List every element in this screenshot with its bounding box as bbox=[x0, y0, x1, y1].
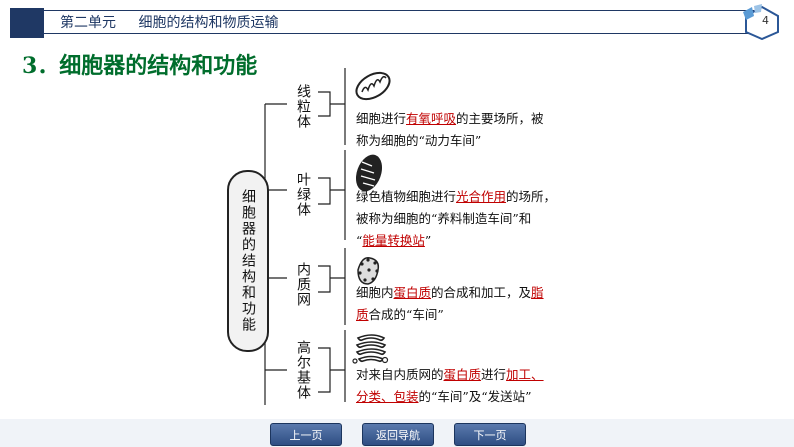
desc-line: 细胞进行有氧呼吸的主要场所，被 bbox=[356, 108, 544, 130]
desc-text: 的主要场所，被 bbox=[456, 111, 544, 126]
endoplasmic-reticulum-icon bbox=[357, 257, 380, 285]
desc-line: 被称为细胞的“养料制造车间”和 bbox=[356, 208, 556, 230]
header-title: 第二单元 细胞的结构和物质运输 bbox=[60, 12, 296, 32]
desc-text: 合成的“车间” bbox=[368, 307, 444, 322]
unit-label: 第二单元 bbox=[60, 15, 116, 31]
organelle-label-mitochondrion: 线粒体 bbox=[295, 84, 311, 129]
prev-page-button[interactable]: 上一页 bbox=[270, 423, 342, 446]
organelle-desc-golgi: 对来自内质网的蛋白质进行加工、分类、包装的“车间”及“发送站” bbox=[356, 364, 544, 408]
header-line-top bbox=[44, 10, 754, 11]
desc-text: 的合成和加工，及 bbox=[431, 285, 532, 300]
desc-line: 细胞内蛋白质的合成和加工，及脂 bbox=[356, 282, 544, 304]
highlighted-term: 有氧呼吸 bbox=[406, 111, 457, 126]
chloroplast-icon bbox=[355, 154, 383, 192]
highlighted-term: 能量转换站 bbox=[362, 233, 425, 248]
highlighted-term: 蛋白质 bbox=[393, 285, 432, 300]
desc-text: “ bbox=[356, 233, 363, 248]
desc-text: 绿色植物细胞进行 bbox=[356, 189, 457, 204]
desc-text: 称为细胞的“动力车间” bbox=[356, 133, 482, 148]
organelle-desc-chloroplast: 绿色植物细胞进行光合作用的场所， 被称为细胞的“养料制造车间”和 “能量转换站” bbox=[356, 186, 556, 252]
desc-text: 的“车间”及“发送站” bbox=[418, 389, 532, 404]
organelle-label-golgi: 高尔基体 bbox=[295, 340, 311, 400]
organelle-desc-er: 细胞内蛋白质的合成和加工，及脂质合成的“车间” bbox=[356, 282, 544, 326]
desc-text: 进行 bbox=[481, 367, 507, 382]
back-to-nav-button[interactable]: 返回导航 bbox=[362, 423, 434, 446]
highlighted-term: 加工、 bbox=[506, 367, 544, 382]
highlighted-term: 光合作用 bbox=[456, 189, 507, 204]
golgi-apparatus-icon bbox=[352, 334, 389, 364]
page-number: 4 bbox=[762, 14, 769, 27]
organelle-label-er: 内质网 bbox=[295, 262, 311, 307]
subject-label: 细胞的结构和物质运输 bbox=[138, 15, 279, 31]
desc-line: “能量转换站” bbox=[356, 230, 556, 252]
desc-text: 对来自内质网的 bbox=[356, 367, 444, 382]
desc-text: 细胞进行 bbox=[356, 111, 407, 126]
highlighted-term: 蛋白质 bbox=[443, 367, 482, 382]
page-badge-icon bbox=[743, 4, 779, 40]
desc-line: 绿色植物细胞进行光合作用的场所， bbox=[356, 186, 556, 208]
desc-line: 对来自内质网的蛋白质进行加工、 bbox=[356, 364, 544, 386]
organelle-desc-mitochondrion: 细胞进行有氧呼吸的主要场所，被称为细胞的“动力车间” bbox=[356, 108, 544, 152]
desc-line: 称为细胞的“动力车间” bbox=[356, 130, 544, 152]
mitochondrion-icon bbox=[355, 71, 391, 101]
header-line-bottom bbox=[44, 33, 754, 34]
desc-text: 的场所， bbox=[506, 189, 557, 204]
desc-line: 分类、包装的“车间”及“发送站” bbox=[356, 386, 544, 408]
desc-text: ” bbox=[424, 233, 432, 248]
center-label: 细胞器的结构和功能 bbox=[240, 189, 256, 333]
next-page-button[interactable]: 下一页 bbox=[454, 423, 526, 446]
organelle-label-chloroplast: 叶绿体 bbox=[295, 172, 311, 217]
section-title: 3．细胞器的结构和功能 bbox=[22, 53, 258, 79]
header-logo-box bbox=[10, 8, 44, 38]
highlighted-term: 质 bbox=[356, 307, 369, 322]
center-oval: 细胞器的结构和功能 bbox=[227, 170, 269, 352]
desc-text: 被称为细胞的“养料制造车间”和 bbox=[356, 211, 532, 226]
desc-text: 细胞内 bbox=[356, 285, 394, 300]
desc-line: 质合成的“车间” bbox=[356, 304, 544, 326]
highlighted-term: 分类、包装 bbox=[356, 389, 419, 404]
highlighted-term: 脂 bbox=[531, 285, 544, 300]
